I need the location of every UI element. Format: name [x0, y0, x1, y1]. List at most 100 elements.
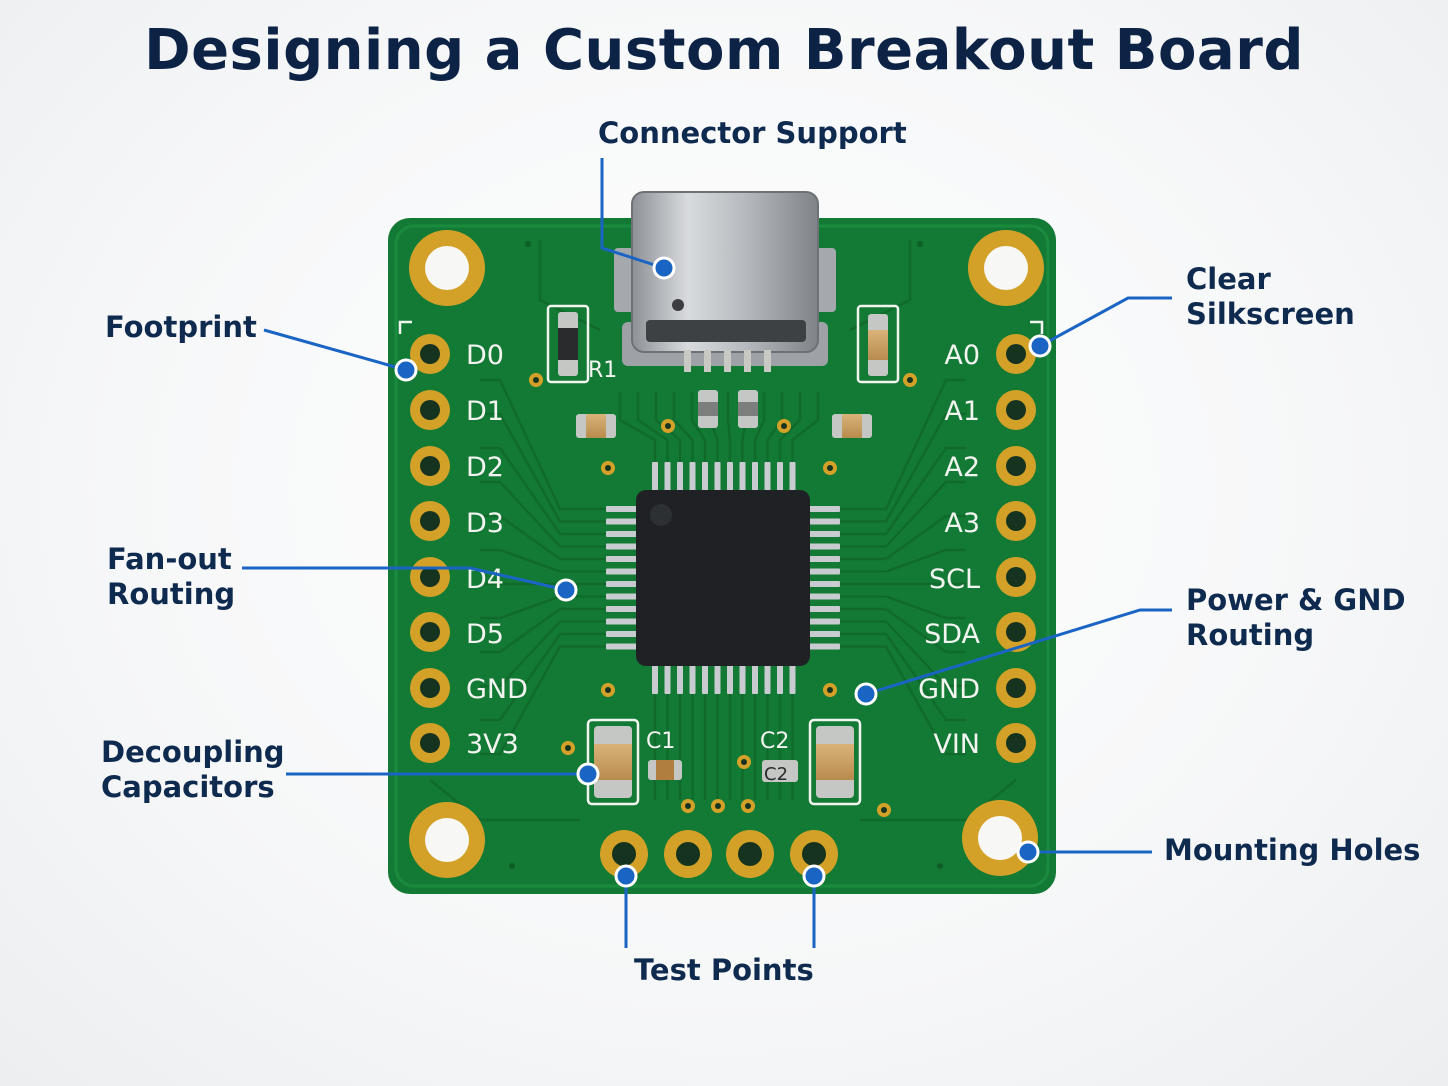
- callout-line-text: Fan-out: [107, 542, 232, 576]
- resistor-r1: R1: [546, 304, 617, 384]
- callout-line-silkscreen: [1039, 296, 1172, 348]
- header-hole: [420, 733, 440, 753]
- right-pin-labels: A0 A1 A2 A3 SCL SDA GND VIN: [918, 340, 980, 760]
- via-hole: [745, 803, 751, 809]
- via-hole: [605, 687, 611, 693]
- pin-label: D1: [466, 396, 504, 427]
- trace: [766, 392, 784, 462]
- page-title: Designing a Custom Breakout Board: [144, 18, 1304, 83]
- trace: [840, 412, 966, 523]
- chip-pin: [727, 462, 733, 492]
- chip-pin: [664, 462, 671, 492]
- callout-footprint: Footprint: [105, 310, 257, 344]
- cap-label: C1: [646, 729, 675, 754]
- trace: [778, 392, 802, 462]
- callout-line-text: Silkscreen: [1186, 297, 1355, 331]
- header-hole: [1006, 511, 1026, 531]
- chip-pins: [606, 462, 840, 694]
- via-hole: [781, 423, 787, 429]
- chip-pin: [606, 581, 638, 587]
- callout-line-text: Clear: [1186, 262, 1271, 296]
- chip-pin: [606, 606, 638, 612]
- chip-pin: [606, 518, 638, 525]
- mounting-holes: [409, 230, 1044, 878]
- trace: [480, 595, 606, 620]
- chip-pin: [606, 556, 638, 562]
- chip-pin: [752, 462, 758, 492]
- callout-decoupling-capacitors: Decoupling Capacitors: [101, 735, 285, 805]
- chip-pin: [652, 664, 658, 694]
- via-hole: [741, 759, 747, 765]
- trace: [618, 392, 657, 462]
- pin-label: GND: [918, 674, 980, 705]
- chip-pin: [808, 631, 840, 637]
- header-hole: [420, 678, 440, 698]
- trace: [672, 392, 694, 462]
- chip-pin: [689, 462, 696, 492]
- mounting-hole: [962, 800, 1038, 876]
- trace: [480, 548, 606, 573]
- chip-pin: [808, 556, 840, 562]
- header-hole: [420, 456, 440, 476]
- chip-pin: [606, 568, 638, 575]
- chip-pin: [752, 664, 758, 694]
- via-hole: [685, 803, 691, 809]
- trace: [840, 595, 966, 620]
- via-hole: [565, 745, 571, 751]
- via-hole: [533, 377, 539, 383]
- trace: [840, 620, 966, 688]
- trace: [840, 378, 966, 511]
- chip-pin: [808, 568, 840, 575]
- trace: [480, 607, 606, 654]
- trace: [480, 378, 606, 511]
- header-hole: [420, 400, 440, 420]
- chip-pin: [808, 518, 840, 525]
- chip-pin: [689, 664, 696, 694]
- trace: [860, 779, 1017, 822]
- trace: [840, 607, 966, 654]
- pin-label: A0: [944, 340, 980, 371]
- callout-line-text: Capacitors: [101, 770, 275, 804]
- header-hole: [1006, 622, 1026, 642]
- trace: [480, 620, 606, 688]
- trace: [636, 392, 669, 462]
- callout-lines: [242, 158, 1172, 948]
- decoupling-capacitor-c1: C1: [586, 718, 682, 806]
- header-hole: [1006, 567, 1026, 587]
- callout-line-connector: [600, 158, 665, 270]
- trace: [429, 779, 580, 822]
- test-point: [664, 830, 712, 878]
- chip-pin: [606, 618, 638, 625]
- chip-pin: [789, 664, 796, 694]
- header-hole: [420, 567, 440, 587]
- pin-label: A1: [944, 396, 980, 427]
- trace: [480, 412, 606, 523]
- chip-pin: [702, 664, 708, 694]
- header-hole: [1006, 456, 1026, 476]
- chip-pin: [714, 462, 721, 492]
- chip-pin: [808, 581, 840, 587]
- test-point: [726, 830, 774, 878]
- pin-label: D3: [466, 508, 504, 539]
- trace: [791, 392, 820, 462]
- via-hole: [715, 803, 721, 809]
- callout-clear-silkscreen: Clear Silkscreen: [1186, 262, 1355, 332]
- callout-line-text: Routing: [107, 577, 236, 611]
- chip-pin: [808, 618, 840, 625]
- trace: [480, 446, 606, 536]
- chip-pin: [808, 606, 840, 612]
- pin-label: D5: [466, 619, 504, 650]
- callout-connector-support: Connector Support: [598, 116, 907, 150]
- fan-out-traces: [429, 240, 1017, 822]
- mounting-hole: [409, 802, 485, 878]
- pin-label: GND: [466, 674, 528, 705]
- header-hole: [420, 511, 440, 531]
- header-hole: [1006, 400, 1026, 420]
- chip-pin: [606, 631, 638, 637]
- cap-label: C2: [760, 729, 789, 754]
- pin-label: D2: [466, 452, 504, 483]
- usb-c-connector: [614, 191, 836, 372]
- via-hole: [907, 377, 913, 383]
- header-hole: [420, 344, 440, 364]
